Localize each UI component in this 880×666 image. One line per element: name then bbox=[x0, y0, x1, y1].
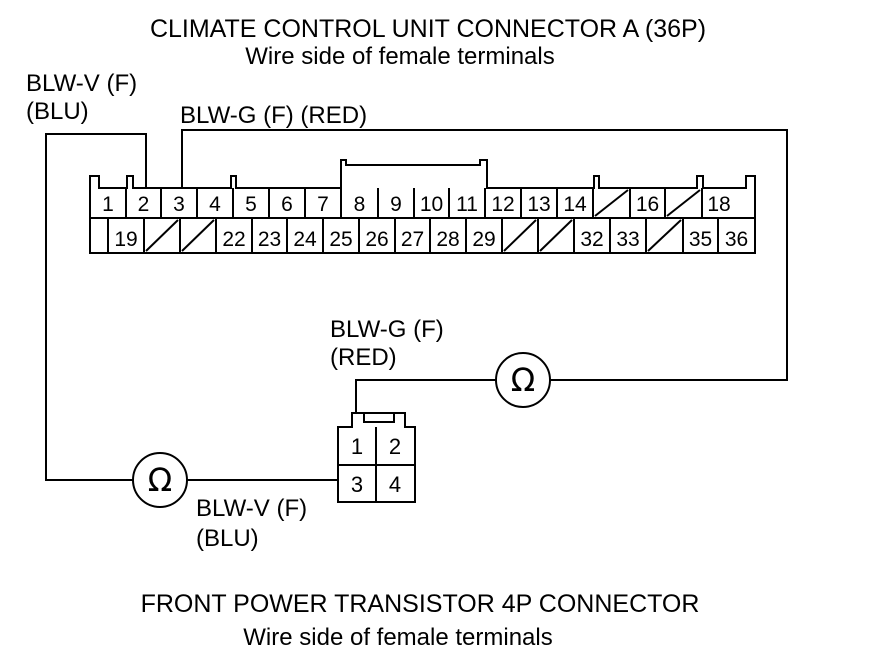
cavity-number: 36 bbox=[725, 228, 748, 251]
wire-blwg-to-pin1 bbox=[355, 379, 496, 413]
connector-a-row2: 19 22 23 24 25 26 27 28 29 32 33 35 36 bbox=[107, 218, 748, 253]
blwv-top-color: (BLU) bbox=[26, 98, 89, 125]
cavity-number: 4 bbox=[209, 193, 221, 216]
cavity-number: 8 bbox=[354, 193, 366, 216]
ohm-symbol: Ω bbox=[511, 361, 535, 399]
blwg-top-label: BLW-G (F) (RED) bbox=[180, 102, 368, 129]
cavity-number: 24 bbox=[293, 228, 317, 251]
cavity-number: 27 bbox=[401, 228, 424, 251]
pin-2: 2 bbox=[389, 434, 401, 459]
pin-4: 4 bbox=[389, 472, 401, 497]
cavity-number: 26 bbox=[365, 228, 388, 251]
pin-3: 3 bbox=[351, 472, 363, 497]
cavity-number: 25 bbox=[329, 228, 352, 251]
cavity-number: 1 bbox=[102, 193, 114, 216]
cavity-number: 14 bbox=[563, 193, 587, 216]
cavity-number: 22 bbox=[222, 228, 245, 251]
cavity-number: 16 bbox=[636, 193, 659, 216]
connector-b-pins: 1 2 3 4 bbox=[351, 434, 401, 497]
cavity-number: 35 bbox=[689, 228, 712, 251]
empty-cavity-slash bbox=[539, 219, 573, 252]
connector-b-title: FRONT POWER TRANSISTOR 4P CONNECTOR bbox=[140, 590, 700, 618]
cavity-number: 12 bbox=[491, 193, 514, 216]
wire-blwv bbox=[45, 133, 147, 481]
cavity-number: 5 bbox=[245, 193, 257, 216]
cavity-number: 33 bbox=[616, 228, 639, 251]
blwv-bot-label: BLW-V (F) bbox=[196, 495, 308, 522]
cavity-number: 29 bbox=[472, 228, 495, 251]
ohmmeter-blwv: Ω bbox=[132, 452, 188, 508]
connector-b-body bbox=[337, 412, 416, 503]
cavity-number: 32 bbox=[580, 228, 603, 251]
cavity-number: 11 bbox=[456, 193, 478, 216]
empty-cavity-slash bbox=[181, 219, 215, 252]
empty-cavity-slash bbox=[594, 189, 629, 217]
empty-cavity-slash bbox=[666, 189, 701, 217]
connector-b-subtitle: Wire side of female terminals bbox=[243, 624, 553, 651]
ohmmeter-blwg: Ω bbox=[495, 352, 551, 408]
cavity-number: 10 bbox=[420, 193, 443, 216]
cavity-number: 19 bbox=[114, 228, 137, 251]
cavity-number: 13 bbox=[527, 193, 550, 216]
cavity-number: 2 bbox=[138, 193, 150, 216]
connector-a-subtitle: Wire side of female terminals bbox=[245, 43, 555, 70]
blwv-top-label: BLW-V (F) bbox=[26, 70, 138, 97]
blwg-mid-color: (RED) bbox=[330, 344, 397, 371]
cavity-number: 9 bbox=[390, 193, 402, 216]
connector-a-title: CLIMATE CONTROL UNIT CONNECTOR A (36P) bbox=[149, 15, 707, 43]
cavity-number: 23 bbox=[258, 228, 281, 251]
blwv-bot-color: (BLU) bbox=[196, 525, 259, 552]
pin-1: 1 bbox=[351, 434, 363, 459]
empty-cavity-slash bbox=[503, 219, 537, 252]
cavity-number: 18 bbox=[707, 193, 730, 216]
blwg-mid-label: BLW-G (F) bbox=[330, 316, 444, 343]
wire-blwg bbox=[181, 129, 788, 381]
ohm-symbol: Ω bbox=[148, 461, 172, 499]
cavity-number: 6 bbox=[281, 193, 293, 216]
connector-a-body bbox=[89, 159, 756, 254]
cavity-number: 3 bbox=[173, 193, 185, 216]
empty-cavity-slash bbox=[145, 219, 179, 252]
cavity-number: 28 bbox=[436, 228, 459, 251]
cavity-number: 7 bbox=[317, 193, 329, 216]
empty-cavity-slash bbox=[647, 219, 682, 252]
